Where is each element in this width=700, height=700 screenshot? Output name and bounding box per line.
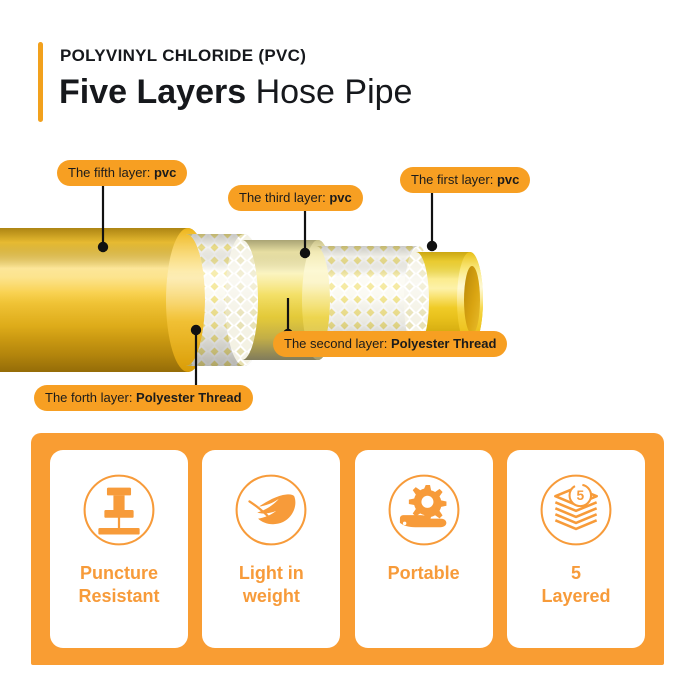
callout-forth-prefix: The forth layer: (45, 390, 137, 405)
callout-third-layer: The third layer: pvc (228, 185, 363, 211)
callout-forth-layer: The forth layer: Polyester Thread (34, 385, 253, 411)
callout-first-value: pvc (496, 172, 520, 187)
callout-third-prefix: The third layer: (239, 190, 330, 205)
callout-second-value: Polyester Thread (390, 336, 497, 351)
callout-third-value: pvc (329, 190, 352, 205)
hose-layer-1-pvc-core (416, 252, 483, 348)
feature-card-5-layered[interactable]: 5 5 Layered (506, 450, 645, 648)
hose-pipe-illustration (0, 150, 700, 420)
callout-second-layer: The second layer: Polyester Thread (273, 331, 508, 357)
hose-layer-2-polyester-thread (316, 246, 432, 354)
hose-layer-4-polyester-thread (186, 234, 263, 366)
callout-fifth-prefix: The fifth layer: (68, 165, 154, 180)
eyebrow-text: POLYVINYL CHLORIDE (PVC) (60, 46, 307, 65)
pushpin-icon (83, 474, 155, 546)
layer-stack-badge: 5 (576, 488, 584, 503)
feature-card-portable[interactable]: Portable (354, 450, 493, 648)
feature-card-list: Puncture Resistant Light in weight Porta… (50, 450, 645, 648)
page-title-strong: Five Layers (59, 73, 247, 111)
callout-forth-value: Polyester Thread (136, 390, 242, 405)
callout-fifth-value: pvc (153, 165, 177, 180)
feature-label-light-in-weight: Light in weight (238, 563, 304, 606)
callout-second-prefix: The second layer: (284, 336, 391, 351)
feature-label-portable: Portable (387, 563, 460, 583)
header-accent-bar (38, 42, 43, 122)
hose-bore-opening (464, 266, 480, 334)
leader-dot-third (299, 247, 311, 259)
leader-dot-fifth (97, 241, 109, 253)
layer-stack-icon: 5 (540, 474, 612, 546)
feature-panel: Puncture Resistant Light in weight Porta… (31, 433, 664, 665)
page-header: POLYVINYL CHLORIDE (PVC) Five Layers Hos… (38, 40, 638, 125)
feature-card-light-in-weight[interactable]: Light in weight (202, 450, 341, 648)
leader-dot-first (426, 240, 438, 252)
page-title-light: Hose Pipe (246, 73, 413, 111)
callout-first-prefix: The first layer: (411, 172, 497, 187)
callout-leader-lines (101, 186, 434, 393)
callout-first-layer: The first layer: pvc (400, 167, 531, 193)
feature-label-5-layered: 5 Layered (541, 563, 611, 606)
feature-label-puncture-resistant: Puncture Resistant (78, 563, 160, 606)
feather-icon (235, 474, 307, 546)
gear-in-hand-icon (388, 474, 460, 546)
hose-layer-5-pvc-outer (0, 228, 210, 372)
leader-dot-forth (190, 324, 202, 336)
feature-card-puncture-resistant[interactable]: Puncture Resistant (50, 450, 188, 648)
page-title: Five Layers Hose Pipe (59, 70, 412, 114)
callout-fifth-layer: The fifth layer: pvc (57, 160, 188, 186)
